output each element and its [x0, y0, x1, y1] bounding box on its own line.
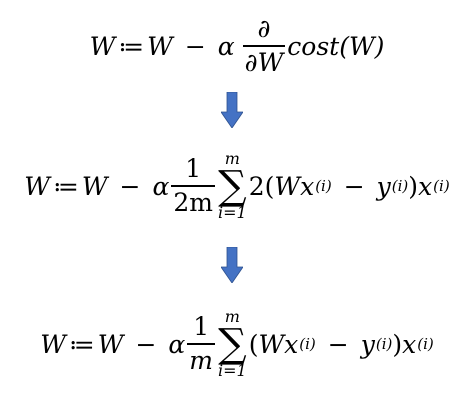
- eq1-frac-num: ∂: [257, 14, 271, 44]
- eq2-fraction: 1 2m: [171, 154, 216, 217]
- eq2-w: W: [81, 171, 108, 201]
- eq3-fraction: 1 m: [187, 312, 216, 375]
- eq2-frac-bar: [171, 184, 216, 187]
- eq2-sum-bottom: i=1: [218, 203, 247, 222]
- equation-3: W ≔ W − α 1 m m ∑ i=1 ( Wx (i) − y (i) )…: [0, 296, 474, 392]
- eq3-y-sup: (i): [375, 334, 393, 353]
- eq3-tail-sup: (i): [417, 334, 434, 353]
- eq3-tail-x: x: [402, 329, 417, 359]
- eq1-alpha: α: [217, 31, 235, 61]
- eq2-wx: Wx: [274, 171, 315, 201]
- eq2-frac-den: 2m: [173, 187, 214, 217]
- eq3-summation: m ∑ i=1: [218, 309, 247, 379]
- eq3-open-paren: (: [248, 329, 259, 359]
- eq3-inner-minus: −: [327, 329, 349, 359]
- eq2-open-paren: (: [264, 171, 275, 201]
- eq3-y: y: [360, 329, 375, 359]
- eq2-sum-top: m: [224, 149, 240, 168]
- eq2-tail-x: x: [418, 171, 433, 201]
- down-arrow-icon: [221, 247, 243, 283]
- eq3-sum-top: m: [224, 307, 240, 326]
- eq1-lhs: W: [89, 31, 116, 61]
- eq3-x-sup: (i): [299, 334, 316, 353]
- eq3-lhs: W: [40, 329, 66, 359]
- eq2-y: y: [376, 171, 391, 201]
- eq2-minus: −: [119, 171, 141, 201]
- arrow-1-shape: [221, 92, 243, 128]
- eq1-frac-den: ∂W: [244, 47, 284, 77]
- eq2-lhs: W: [24, 171, 50, 201]
- eq3-sum-bottom: i=1: [218, 361, 247, 380]
- eq3-assign: ≔: [68, 329, 95, 359]
- eq1-frac-bar: [242, 44, 286, 47]
- eq3-frac-num: 1: [193, 312, 210, 342]
- eq3-w: W: [97, 329, 124, 359]
- eq3-wx: Wx: [258, 329, 299, 359]
- eq3-minus: −: [135, 329, 157, 359]
- eq2-inner-minus: −: [343, 171, 365, 201]
- eq2-alpha: α: [152, 171, 170, 201]
- eq3-frac-den: m: [189, 345, 214, 375]
- eq1-minus: −: [184, 31, 206, 61]
- eq1-cost-function: cost(W): [287, 31, 385, 61]
- equation-2: W ≔ W − α 1 2m m ∑ i=1 2 ( Wx (i) − y (i…: [0, 138, 474, 234]
- eq1-assign: ≔: [118, 31, 145, 61]
- eq3-sum-sigma: ∑: [218, 321, 247, 367]
- eq2-frac-num: 1: [185, 154, 202, 184]
- eq2-summation: m ∑ i=1: [218, 151, 247, 221]
- down-arrow-icon: [221, 92, 243, 128]
- equation-1: W ≔ W − α ∂ ∂W cost(W): [0, 14, 474, 78]
- eq3-close-paren: ): [392, 329, 403, 359]
- eq2-tail-sup: (i): [433, 176, 450, 195]
- eq2-close-paren: ): [408, 171, 419, 201]
- eq2-sum-sigma: ∑: [218, 163, 247, 209]
- eq2-y-sup: (i): [391, 176, 409, 195]
- eq3-alpha: α: [168, 329, 186, 359]
- eq2-x-sup: (i): [315, 176, 332, 195]
- arrow-2-shape: [221, 247, 243, 283]
- eq3-frac-bar: [187, 342, 216, 345]
- eq2-assign: ≔: [53, 171, 79, 201]
- eq1-fraction: ∂ ∂W: [242, 14, 286, 77]
- eq2-coef: 2: [248, 171, 265, 201]
- eq1-w: W: [147, 31, 173, 61]
